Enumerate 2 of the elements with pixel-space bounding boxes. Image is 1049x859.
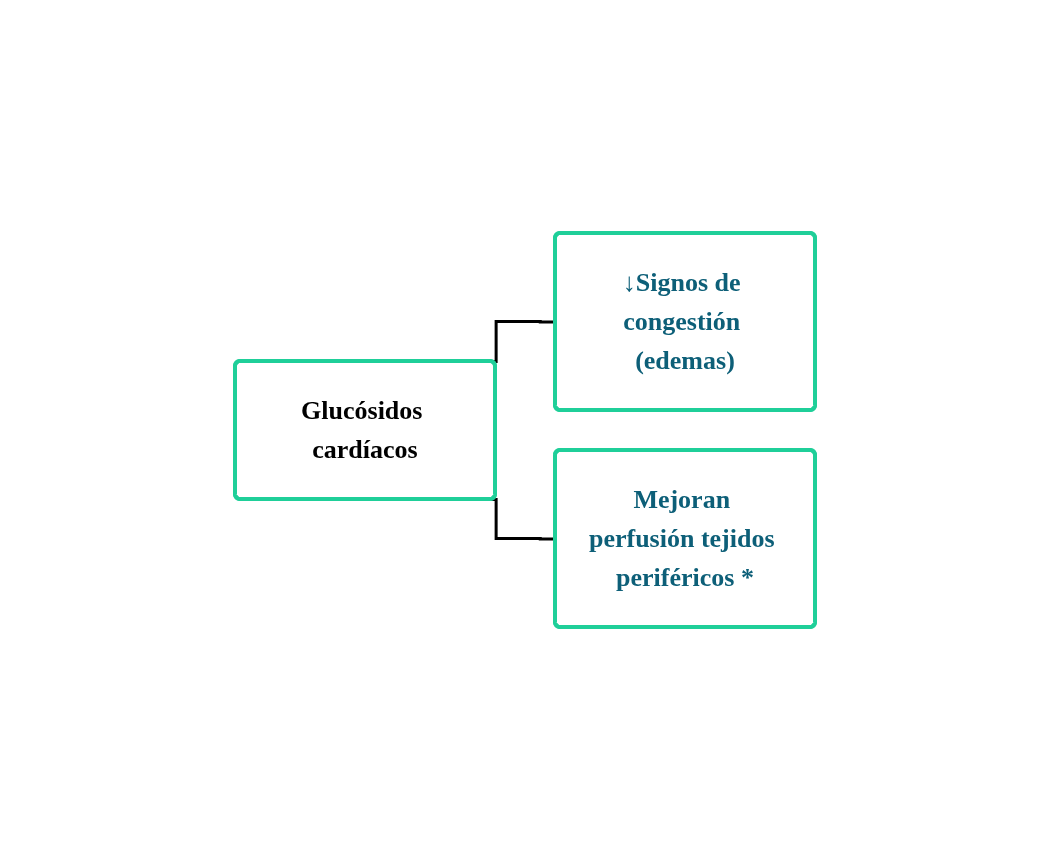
node-text: ↓Signos de congestión (edemas) bbox=[622, 267, 741, 375]
node-text: Mejoran perfusión tejidos periféricos * bbox=[588, 484, 775, 592]
